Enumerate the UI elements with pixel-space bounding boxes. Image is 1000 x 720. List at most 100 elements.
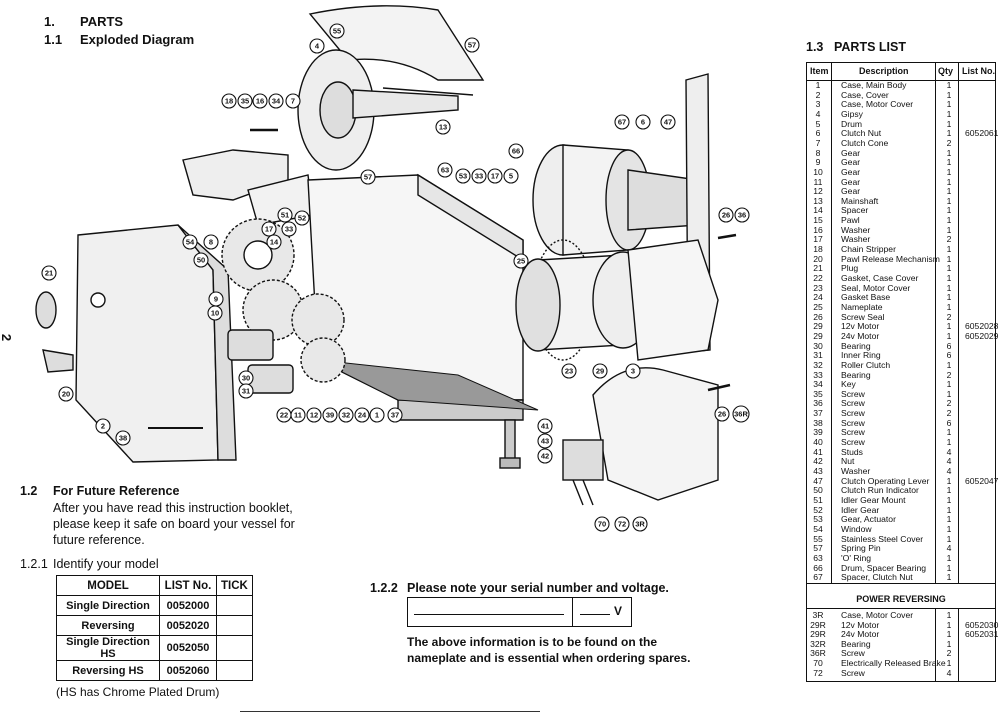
item-number: 63	[813, 552, 823, 563]
page-number: 2	[0, 333, 15, 342]
callout-label: 72	[618, 520, 626, 529]
item-qty: 1	[946, 504, 952, 515]
item-number: 67	[813, 572, 823, 583]
callout-label: 32	[342, 411, 350, 420]
item-list-no: 6052047	[965, 475, 999, 486]
tick-cell[interactable]	[216, 635, 253, 661]
item-qty: 6	[946, 340, 952, 351]
callout-label: 53	[459, 172, 467, 181]
item-description: Spring Pin	[841, 543, 881, 554]
serial-line-2: nameplate and is essential when ordering…	[407, 651, 691, 665]
tick-cell[interactable]	[216, 660, 253, 681]
item-qty: 6	[946, 417, 952, 428]
item-qty: 1	[946, 205, 952, 216]
item-number: 16	[813, 224, 823, 235]
item-description: Key	[841, 379, 856, 390]
callout-markers: 55 57 4 18 35 16 34 7 13 57 67 6 47 63 5…	[41, 23, 750, 532]
item-description: Bearing	[841, 340, 871, 351]
identify-note: (HS has Chrome Plated Drum)	[56, 685, 220, 699]
serial-title: Please note your serial number and volta…	[407, 581, 669, 595]
callout-label: 2	[101, 422, 105, 431]
model-list-no: 0052020	[159, 615, 217, 636]
power-reversing-title: POWER REVERSING	[856, 594, 946, 604]
callout-label: 4	[315, 42, 320, 51]
item-qty: 1	[946, 379, 952, 390]
item-qty: 1	[946, 282, 952, 293]
serial-voltage-box[interactable]: V	[407, 597, 632, 627]
item-description: Clutch Nut	[841, 128, 882, 139]
callout-label: 11	[294, 411, 302, 420]
callout-label: 30	[242, 374, 250, 383]
callout-label: 17	[491, 172, 499, 181]
col-divider	[935, 609, 936, 681]
item-description: Clutch Cone	[841, 137, 889, 148]
item-qty: 2	[946, 369, 952, 380]
model-name: Reversing	[56, 615, 160, 636]
model-header: MODEL	[56, 575, 160, 596]
item-description: Gipsy	[841, 108, 863, 119]
item-qty: 1	[946, 224, 952, 235]
callout-label: 12	[310, 411, 318, 420]
col-divider	[958, 609, 959, 681]
item-qty: 4	[946, 446, 952, 457]
item-number: 6	[815, 128, 821, 139]
item-number: 26	[813, 311, 823, 322]
callout-label: 25	[517, 257, 525, 266]
item-qty: 2	[946, 137, 952, 148]
description-header: Description	[859, 66, 909, 76]
item-number: 42	[813, 456, 823, 467]
section-divider	[807, 608, 995, 609]
item-description: Case, Motor Cover	[841, 610, 914, 620]
item-qty: 1	[946, 359, 952, 370]
tick-cell[interactable]	[216, 615, 253, 636]
item-number: 21	[813, 263, 823, 274]
item-number: 55	[813, 533, 823, 544]
model-list-no: 0052050	[159, 635, 217, 661]
item-description: Drum	[841, 118, 863, 129]
item-description: Bearing	[841, 369, 871, 380]
item-description: Screw	[841, 388, 865, 399]
item-header: Item	[810, 66, 829, 76]
item-list-no: 6052029	[965, 330, 999, 341]
item-number: 29R	[810, 619, 826, 630]
item-number: 33	[813, 369, 823, 380]
callout-label: 23	[565, 367, 573, 376]
serial-line-1: The above information is to be found on …	[407, 635, 657, 649]
col-divider	[958, 63, 959, 583]
item-number: 18	[813, 244, 823, 255]
parts-title: PARTS LIST	[834, 40, 906, 54]
diagram-number: 1.1	[44, 32, 63, 47]
item-description: Clutch Run Indicator	[841, 485, 919, 496]
item-qty: 2	[946, 234, 952, 245]
item-qty: 6	[946, 350, 952, 361]
item-number: 29	[813, 321, 823, 332]
callout-label: 33	[285, 225, 293, 234]
callout-label: 29	[596, 367, 604, 376]
item-qty: 1	[946, 244, 952, 255]
item-description: Mainshaft	[841, 195, 879, 206]
item-qty: 1	[946, 330, 952, 341]
item-number: 31	[813, 350, 823, 361]
tick-cell[interactable]	[216, 595, 253, 616]
item-number: 22	[813, 273, 823, 283]
item-number: 43	[813, 466, 823, 476]
